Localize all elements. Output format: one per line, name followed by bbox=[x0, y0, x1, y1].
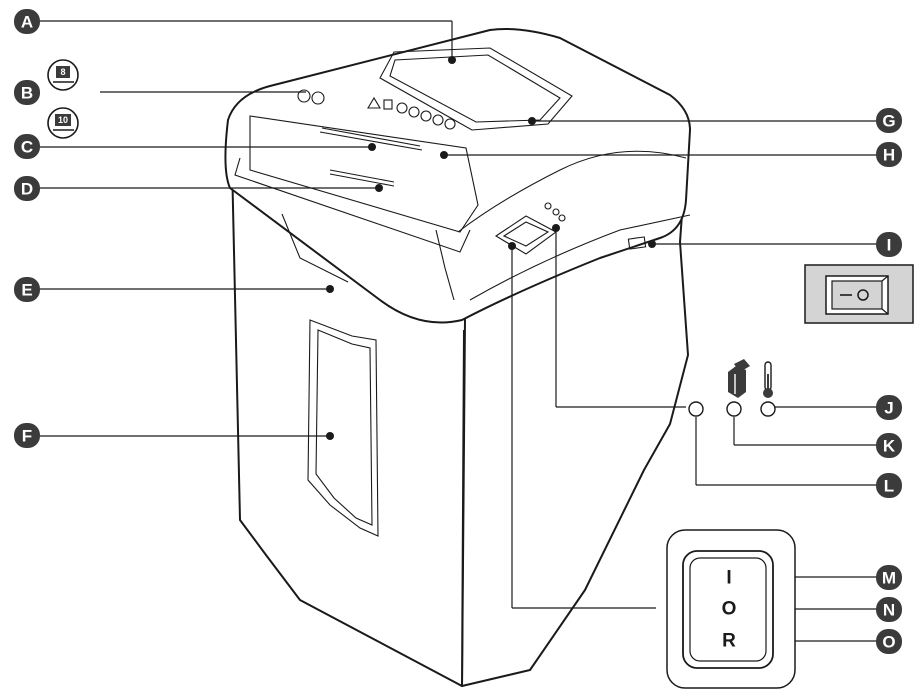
svg-text:K: K bbox=[883, 437, 896, 456]
side-logo-plate bbox=[627, 236, 647, 250]
overheat-thermometer-icon bbox=[763, 361, 773, 398]
callout-d: D bbox=[14, 176, 40, 201]
bin-full-icon bbox=[728, 359, 750, 398]
control-icons-strip bbox=[297, 89, 456, 130]
callout-m: M bbox=[876, 565, 902, 590]
leader-dots bbox=[326, 56, 656, 440]
callout-g: G bbox=[876, 108, 902, 133]
viewing-window bbox=[307, 319, 379, 537]
svg-text:B: B bbox=[21, 84, 33, 103]
svg-text:10: 10 bbox=[58, 115, 68, 125]
callout-f: F bbox=[14, 423, 40, 448]
callout-k: K bbox=[876, 433, 902, 458]
callout-i: I bbox=[876, 232, 902, 257]
callout-a: A bbox=[14, 9, 40, 34]
svg-text:H: H bbox=[883, 146, 895, 165]
callout-b: B bbox=[14, 80, 40, 105]
leader-lines bbox=[40, 20, 876, 642]
svg-text:G: G bbox=[882, 112, 895, 131]
callout-n: N bbox=[876, 597, 902, 622]
svg-text:M: M bbox=[882, 569, 896, 588]
svg-text:J: J bbox=[884, 399, 893, 418]
indicator-light-icon bbox=[688, 401, 776, 417]
callout-c: C bbox=[14, 134, 40, 159]
switch-position-off: O bbox=[722, 599, 737, 620]
svg-text:8: 8 bbox=[60, 67, 65, 77]
callout-l: L bbox=[876, 473, 902, 498]
callout-j: J bbox=[876, 395, 902, 420]
power-switch-icon bbox=[804, 264, 914, 324]
svg-text:C: C bbox=[21, 138, 33, 157]
svg-text:A: A bbox=[21, 13, 33, 32]
svg-text:I: I bbox=[887, 236, 892, 255]
rocker-switch-detail: I O R bbox=[666, 529, 796, 689]
svg-text:N: N bbox=[883, 601, 895, 620]
switch-position-on: I bbox=[726, 568, 731, 589]
sheet-capacity-icon: 8 10 bbox=[47, 59, 79, 139]
callout-o: O bbox=[876, 629, 902, 654]
shredder-illustration bbox=[224, 28, 691, 687]
svg-text:D: D bbox=[21, 180, 33, 199]
switch-position-reverse: R bbox=[722, 631, 736, 652]
svg-text:E: E bbox=[21, 281, 32, 300]
svg-text:L: L bbox=[884, 477, 894, 496]
svg-text:O: O bbox=[882, 633, 895, 652]
svg-text:F: F bbox=[22, 427, 32, 446]
callout-e: E bbox=[14, 277, 40, 302]
callout-h: H bbox=[876, 142, 902, 167]
